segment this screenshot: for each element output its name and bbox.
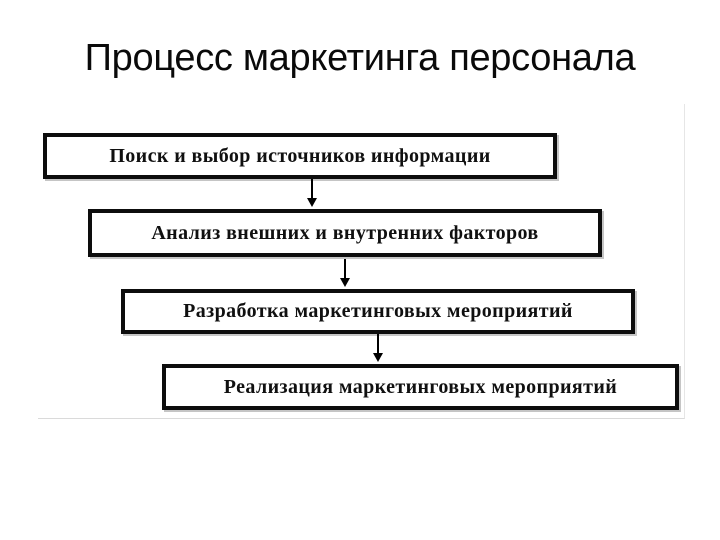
flowchart-step-3-label: Разработка маркетинговых мероприятий [183,300,573,322]
arrow-down-icon [339,259,351,288]
arrow-head [307,198,317,207]
flowchart-step-4-label: Реализация маркетинговых мероприятий [223,375,618,398]
arrow-head [373,353,383,362]
flowchart-step-1: Поиск и выбор источников информации [43,133,557,179]
arrow-down-icon [372,334,384,363]
arrow-down-icon [306,179,318,208]
slide-title: Процесс маркетинга персонала [84,37,636,79]
arrow-head [340,278,350,287]
arrow-shaft [311,179,313,199]
flowchart-step-2-label: Анализ внешних и внутренних факторов [151,221,539,244]
arrow-shaft [344,259,346,279]
flowchart-step-3: Разработка маркетинговых мероприятий [121,289,635,334]
flowchart-step-4: Реализация маркетинговых мероприятий [162,364,679,410]
flowchart-step-2: Анализ внешних и внутренних факторов [88,209,602,257]
flowchart-step-1-label: Поиск и выбор источников информации [109,144,491,167]
arrow-shaft [377,334,379,354]
